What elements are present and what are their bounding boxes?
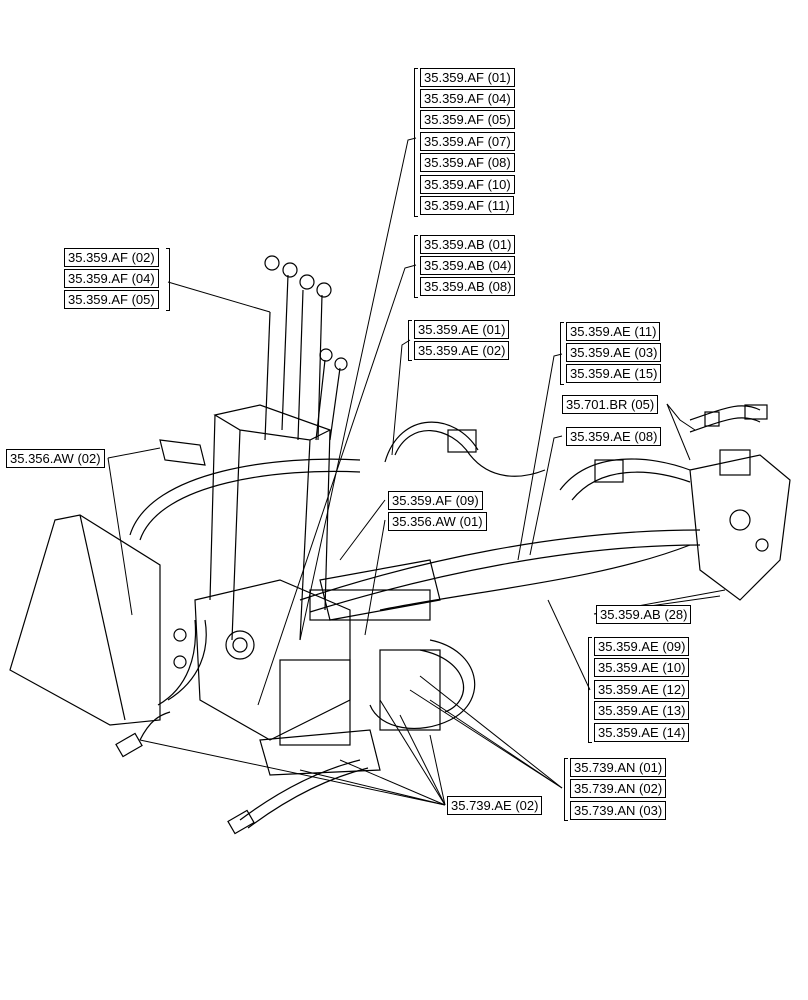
main-valve-block — [173, 559, 441, 776]
part-label[interactable]: 35.359.AE (09) — [594, 637, 690, 656]
part-label[interactable]: 35.359.AE (15) — [566, 364, 662, 383]
part-label[interactable]: 35.359.AF (11) — [420, 196, 514, 215]
group-bracket — [564, 758, 569, 821]
group-bracket — [165, 248, 170, 311]
right-valve — [447, 429, 791, 601]
fittings — [115, 404, 768, 835]
part-label[interactable]: 35.359.AE (14) — [594, 723, 690, 742]
part-label[interactable]: 35.359.AE (02) — [414, 341, 510, 360]
part-label-br05[interactable]: 35.701.BR (05) — [562, 395, 659, 414]
part-label[interactable]: 35.739.AN (01) — [570, 758, 667, 777]
group-bracket — [408, 320, 413, 361]
part-label[interactable]: 35.359.AB (01) — [420, 235, 516, 254]
part-label[interactable]: 35.359.AF (05) — [64, 290, 159, 309]
side-shield — [9, 514, 161, 726]
part-label-aw01[interactable]: 35.356.AW (01) — [388, 512, 487, 531]
part-label-ae08[interactable]: 35.359.AE (08) — [566, 427, 662, 446]
part-label[interactable]: 35.359.AB (04) — [420, 256, 516, 275]
group-bracket — [414, 235, 419, 298]
part-label[interactable]: 35.359.AE (01) — [414, 320, 510, 339]
part-label-af09[interactable]: 35.359.AF (09) — [388, 491, 483, 510]
lever-stand — [159, 255, 348, 641]
part-label-ae02[interactable]: 35.739.AE (02) — [447, 796, 543, 815]
part-label-aw02[interactable]: 35.356.AW (02) — [6, 449, 105, 468]
part-label[interactable]: 35.739.AN (03) — [570, 801, 667, 820]
part-label[interactable]: 35.359.AF (04) — [64, 269, 159, 288]
part-label[interactable]: 35.359.AF (10) — [420, 175, 515, 194]
group-bracket — [588, 637, 593, 743]
part-label[interactable]: 35.359.AF (07) — [420, 132, 515, 151]
part-label[interactable]: 35.359.AE (11) — [566, 322, 661, 341]
part-label[interactable]: 35.359.AF (01) — [420, 68, 515, 87]
part-label[interactable]: 35.359.AF (05) — [420, 110, 515, 129]
part-label[interactable]: 35.359.AE (03) — [566, 343, 662, 362]
group-bracket — [414, 68, 419, 217]
part-label-ab28[interactable]: 35.359.AB (28) — [596, 605, 692, 624]
part-label[interactable]: 35.359.AF (08) — [420, 153, 515, 172]
part-label[interactable]: 35.359.AE (12) — [594, 680, 690, 699]
part-label[interactable]: 35.359.AB (08) — [420, 277, 516, 296]
part-label[interactable]: 35.359.AE (13) — [594, 701, 690, 720]
group-bracket — [560, 322, 565, 385]
part-label[interactable]: 35.359.AF (04) — [420, 89, 515, 108]
part-label[interactable]: 35.739.AN (02) — [570, 779, 667, 798]
part-label[interactable]: 35.359.AE (10) — [594, 658, 690, 677]
part-label[interactable]: 35.359.AF (02) — [64, 248, 159, 267]
